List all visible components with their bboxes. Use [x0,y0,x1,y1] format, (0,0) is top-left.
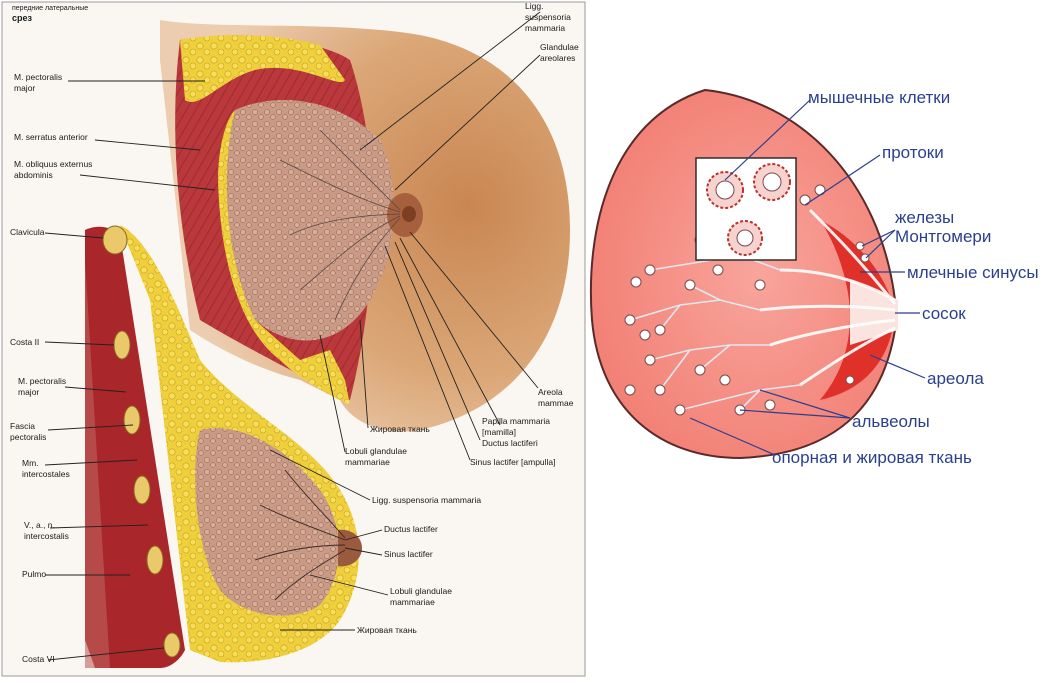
label-myshechnye-kletki: мышечные клетки [808,88,950,107]
rib-sections [102,225,181,658]
inset-lumen-1 [715,180,735,200]
label-ligg-lower: Ligg. suspensoria mammaria [372,495,481,505]
alveoli-clusters [624,184,826,416]
label-papilla-mammaria-2: [mamilla] [482,427,516,437]
label-van-1: V., a., n. [24,520,55,530]
label-costa-vi: Costa VI [22,654,55,664]
header-section: срез [12,13,33,23]
nipple-lower [338,529,362,567]
label-lobuli-upper-1: Lobuli glandulae [345,446,407,456]
label-ductus-lactiferi: Ductus lactiferi [482,438,538,448]
fat-lower-edge-upper [218,110,350,405]
label-obliquus-2: abdominis [14,170,53,180]
glandular-lobules-lower [195,428,339,616]
rib-v [146,545,164,575]
montgomery-glands [845,241,870,385]
label-montgomeri: Монтгомери [895,227,991,246]
left-anatomy-panel: передние латеральные срез [1,1,586,677]
lower-sagittal-illustration [85,225,362,668]
leader-lines-right [689,99,926,456]
fat-border-upper [180,35,345,103]
leader-lines-left [44,11,541,661]
ducts-lower [254,469,346,601]
label-mlechnye-sinusy: млечные синусы [907,263,1039,282]
label-areola-mammae-2: mammae [538,398,574,408]
label-ligg-suspensoria-2: suspensoria [525,12,571,22]
label-opornaya: опорная и жировая ткань [772,448,972,467]
label-intercostales-2: intercostales [22,469,70,479]
label-serratus-anterior: M. serratus anterior [14,132,88,142]
clavicula-bone [102,225,128,255]
label-zhelezy: железы [895,208,954,227]
label-zhirovaya-upper: Жировая ткань [370,424,430,434]
label-lobuli-lower-1: Lobuli glandulae [390,586,452,596]
breast-schematic-shape [589,88,896,460]
right-schematic-panel: мышечные клетки протоки железы Монтгомер… [589,88,1039,467]
label-pectoralis-lower-1: M. pectoralis [18,376,66,386]
label-glandulae-areolares-2: areolares [540,53,575,63]
label-protoki: протоки [882,143,944,162]
label-ductus-lactifer: Ductus lactifer [384,524,438,534]
nipple-upper [402,206,416,222]
label-ligg-suspensoria-3: mammaria [525,23,565,33]
pulmo-region [85,260,110,668]
label-clavicula: Clavicula [10,227,45,237]
label-costa-ii: Costa II [10,337,39,347]
label-fascia-2: pectoralis [10,432,46,442]
label-obliquus-1: M. obliquus externus [14,159,92,169]
label-areola: ареола [927,369,984,388]
inset-lumen-2 [762,172,782,192]
header-top-line: передние латеральные [12,5,88,12]
inset-lumen-3 [736,229,754,247]
label-pulmo: Pulmo [22,569,46,579]
label-glandulae-areolares-1: Glandulae [540,42,579,52]
label-lobuli-upper-2: mammariae [345,457,390,467]
label-sinus-lactifer: Sinus lactifer [384,549,433,559]
milk-ducts [759,208,897,387]
glandular-lobules-upper [223,100,394,341]
label-intercostales-1: Mm. [22,458,39,468]
label-sinus-lactifer-ampulla: Sinus lactifer [ampulla] [470,457,556,467]
label-zhirovaya-lower: Жировая ткань [357,625,417,635]
label-alveoly: альвеолы [852,412,930,431]
label-van-2: intercostalis [24,531,69,541]
label-papilla-mammaria-1: Papilla mammaria [482,416,550,426]
ducts-upper [279,129,401,321]
label-fascia-1: Fascia [10,421,35,431]
label-areola-mammae-1: Areola [538,387,563,397]
rib-iii [123,405,141,435]
label-ligg-suspensoria-1: Ligg. [525,1,543,11]
label-pectoralis-major-2: major [14,83,35,93]
rib-ii [113,330,131,360]
label-pectoralis-lower-2: major [18,387,39,397]
rib-iv [133,475,151,505]
label-sosok: сосок [922,304,966,323]
muscle-cells-inset [695,157,797,261]
label-lobuli-lower-2: mammariae [390,597,435,607]
label-pectoralis-major-1: M. pectoralis [14,72,62,82]
rib-vi [163,632,181,658]
